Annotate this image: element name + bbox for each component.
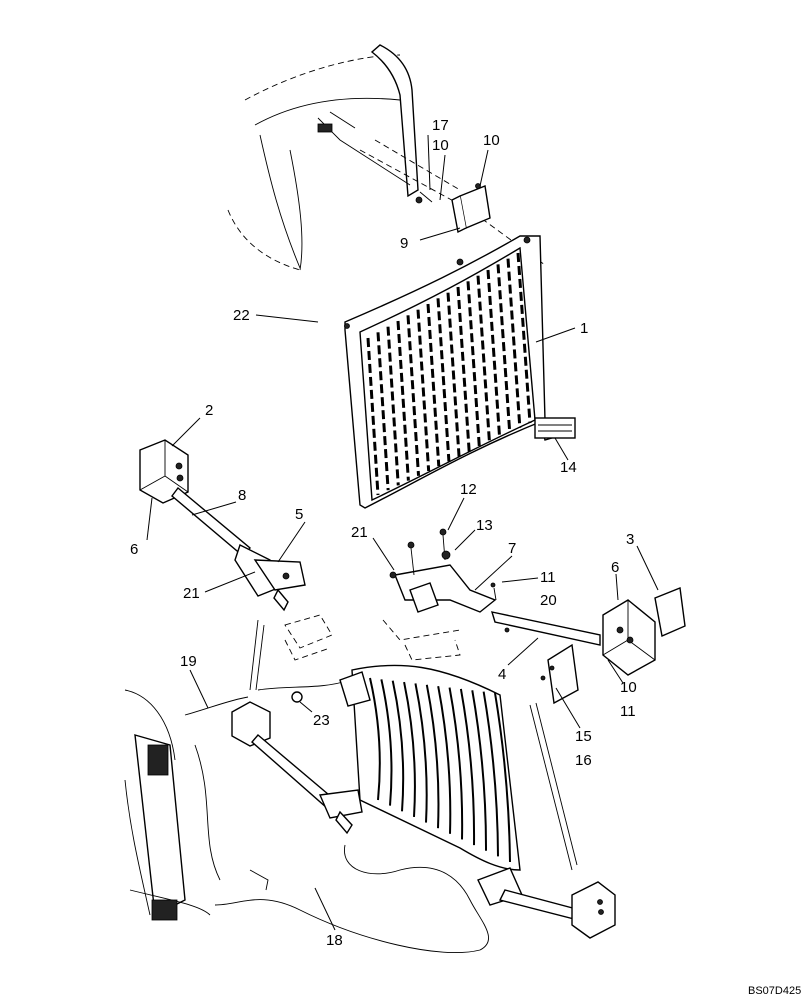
center-bracket-assembly <box>382 528 497 661</box>
callout-11-a: 11 <box>540 569 556 586</box>
small-grille-slat <box>414 683 428 823</box>
callout-7: 7 <box>508 540 516 557</box>
small-grille-slat <box>494 692 511 863</box>
small-grille-slat <box>448 687 464 840</box>
callout-10-a: 10 <box>432 137 449 154</box>
grille-slat <box>506 258 522 428</box>
callout-17: 17 <box>432 117 449 134</box>
lower-assembly-view <box>124 614 616 953</box>
callout-15: 15 <box>575 728 592 745</box>
callout-6-b: 6 <box>611 559 619 576</box>
grille-slat <box>496 264 512 433</box>
callout-11-b: 11 <box>620 703 636 720</box>
callout-4: 4 <box>498 666 506 683</box>
small-grille-slat <box>391 680 405 812</box>
callout-labels: 17 10 10 9 22 1 2 14 8 12 5 21 13 3 6 7 … <box>130 117 801 997</box>
diagram-code: BS07D425 <box>748 985 801 997</box>
grille-slat <box>466 281 481 448</box>
cab-outline <box>227 44 546 271</box>
callout-6-a: 6 <box>130 541 138 558</box>
grille-slat <box>366 337 380 496</box>
callout-5: 5 <box>295 506 303 523</box>
grille-slat <box>406 315 421 476</box>
callout-21-a: 21 <box>351 524 368 541</box>
small-grille-slat <box>482 691 499 857</box>
callout-14: 14 <box>560 459 577 476</box>
small-grille-slat <box>425 684 440 829</box>
grille-slat <box>386 326 400 486</box>
grille-slat <box>456 286 471 452</box>
small-grille-slat <box>471 690 488 851</box>
grille-slat <box>426 303 441 467</box>
grille-slat <box>486 269 502 438</box>
callout-22: 22 <box>233 307 250 324</box>
grille-slat <box>446 292 461 457</box>
callout-10-b: 10 <box>483 132 500 149</box>
callout-10-c: 10 <box>620 679 637 696</box>
grille-slat <box>436 298 451 462</box>
callout-20: 20 <box>540 592 557 609</box>
callout-23: 23 <box>313 712 330 729</box>
callout-13: 13 <box>476 517 493 534</box>
right-lamp-assembly <box>490 582 686 705</box>
mounting-bracket <box>415 183 491 234</box>
callout-2: 2 <box>205 402 213 419</box>
callout-21-b: 21 <box>183 585 200 602</box>
callout-3: 3 <box>626 531 634 548</box>
small-grille-slat <box>403 681 416 817</box>
grille-slat <box>396 320 410 481</box>
small-grille-slat <box>380 679 393 806</box>
callout-19: 19 <box>180 653 197 670</box>
small-grille-slat <box>437 685 452 834</box>
callout-12: 12 <box>460 481 477 498</box>
callout-18: 18 <box>326 932 343 949</box>
grille-assembly <box>344 235 576 509</box>
small-grille-slat <box>459 688 476 846</box>
grille-slat <box>416 309 431 472</box>
left-lamp-assembly <box>139 439 306 612</box>
grille-slat <box>476 275 491 443</box>
leader-lines <box>146 134 659 931</box>
callout-9: 9 <box>400 235 408 252</box>
grille-slat <box>516 252 532 424</box>
callout-8: 8 <box>238 487 246 504</box>
callout-1: 1 <box>580 320 588 337</box>
callout-16: 16 <box>575 752 592 769</box>
small-grille-slat <box>369 677 381 801</box>
grille-slat <box>376 332 390 491</box>
